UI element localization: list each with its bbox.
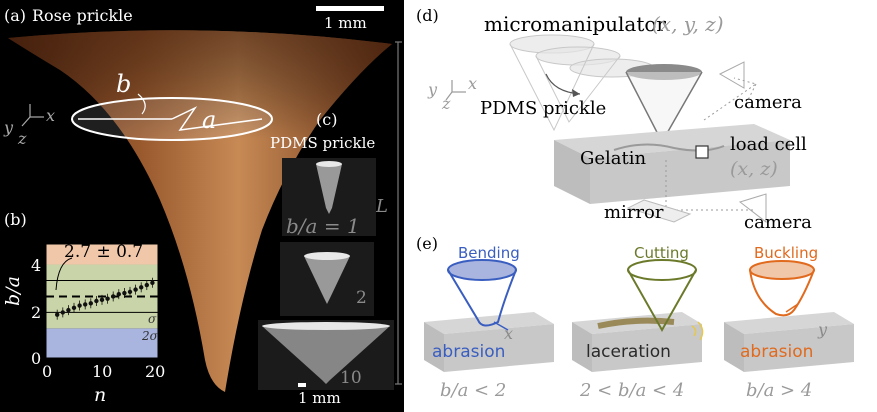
- band-2sigma: [46, 328, 158, 358]
- axis-x-e: x: [504, 324, 514, 343]
- label-10: 10: [340, 368, 362, 388]
- bending-title: Bending: [458, 244, 520, 262]
- label-a: (a): [4, 6, 27, 25]
- var-L: L: [376, 196, 388, 217]
- camera-top-label: camera: [734, 92, 802, 113]
- buckling-result: abrasion: [740, 342, 814, 362]
- plot-frame: [45, 243, 159, 359]
- label-b: (b): [4, 210, 27, 229]
- label-e: (e): [416, 234, 438, 253]
- pdms-scale-bar: [298, 383, 306, 387]
- band-top: [46, 244, 158, 265]
- label-c: (c): [316, 110, 338, 129]
- cutting-title: Cutting: [634, 244, 689, 262]
- ytick-0: 0: [31, 349, 42, 368]
- ylabel: b/a: [2, 276, 24, 306]
- axis-z-a: z: [18, 129, 27, 148]
- axes-icon: [21, 104, 44, 127]
- gelatin-block: [554, 124, 790, 158]
- data-points: [55, 277, 155, 320]
- two-sigma-label: 2σ: [142, 329, 158, 343]
- schematic-panel: (d) micromanipulator (x, y, z) x y z PDM…: [404, 0, 877, 412]
- axis-x-d: x: [468, 74, 478, 93]
- rose-prickle-title: Rose prickle: [32, 6, 133, 25]
- bending-result: abrasion: [432, 342, 506, 362]
- regime-buckling: b/a > 4: [746, 380, 813, 401]
- coords-xyz: (x, y, z): [652, 12, 724, 36]
- pdms-ratio-1-image: [282, 158, 376, 236]
- length-bracket: [395, 41, 402, 385]
- schematic-drawing: [424, 34, 854, 372]
- camera-bottom-icon: [738, 193, 767, 224]
- var-a: a: [202, 106, 217, 134]
- bending-block: [424, 259, 554, 372]
- cutting-result: laceration: [586, 342, 671, 362]
- load-cell-label: load cell: [730, 134, 807, 155]
- regime-cutting: 2 < b/a < 4: [580, 380, 685, 401]
- buckling-block: [724, 260, 854, 372]
- camera-bottom-label: camera: [744, 212, 812, 233]
- pdms-ratio-2-image: [280, 242, 374, 316]
- axis-y-a: y: [4, 118, 14, 137]
- ytick-4: 4: [31, 256, 42, 275]
- axis-y-d: y: [428, 80, 438, 99]
- camera-top-icon: [718, 61, 745, 89]
- prickle-photo: [8, 6, 402, 393]
- mirror-label: mirror: [604, 202, 664, 223]
- annotation-mean: 2.7 ± 0.7: [64, 242, 144, 262]
- mirror-icon: [626, 199, 692, 223]
- axis-x-a: x: [46, 106, 56, 125]
- xlabel: n: [94, 384, 107, 406]
- load-cell-icon: [695, 145, 709, 159]
- pdms-ratio-10-image: [258, 320, 394, 390]
- ratio-chart: [45, 243, 159, 359]
- xtick-0: 0: [42, 362, 53, 381]
- xtick-20: 20: [145, 362, 166, 381]
- pdms-scale-label: 1 mm: [298, 389, 341, 407]
- ratio-label: b/a = 1: [286, 214, 360, 238]
- scale-bar: [316, 6, 384, 11]
- gelatin-label: Gelatin: [580, 148, 647, 169]
- axis-z-d: z: [442, 94, 451, 113]
- pdms-prickle-label: PDMS prickle: [480, 98, 607, 119]
- var-b: b: [116, 70, 132, 98]
- cutting-block: [572, 259, 704, 372]
- xtick-10: 10: [92, 362, 113, 381]
- axes-icon-d: [445, 80, 466, 101]
- pdms-prickle-title: PDMS prickle: [270, 134, 376, 152]
- ytick-2: 2: [31, 303, 42, 322]
- label-d: (d): [416, 6, 439, 25]
- regime-bending: b/a < 2: [440, 380, 507, 401]
- scale-bar-label: 1 mm: [324, 14, 367, 32]
- buckling-title: Buckling: [754, 244, 819, 262]
- photo-panel: (a) Rose prickle 1 mm b a L x y z (c) PD…: [0, 0, 404, 412]
- axis-y-e: y: [818, 320, 828, 339]
- coords-xz: (x, z): [730, 158, 778, 180]
- label-2: 2: [356, 288, 367, 308]
- sigma-label: σ: [148, 312, 157, 326]
- micromanipulator-label: micromanipulator: [484, 12, 666, 36]
